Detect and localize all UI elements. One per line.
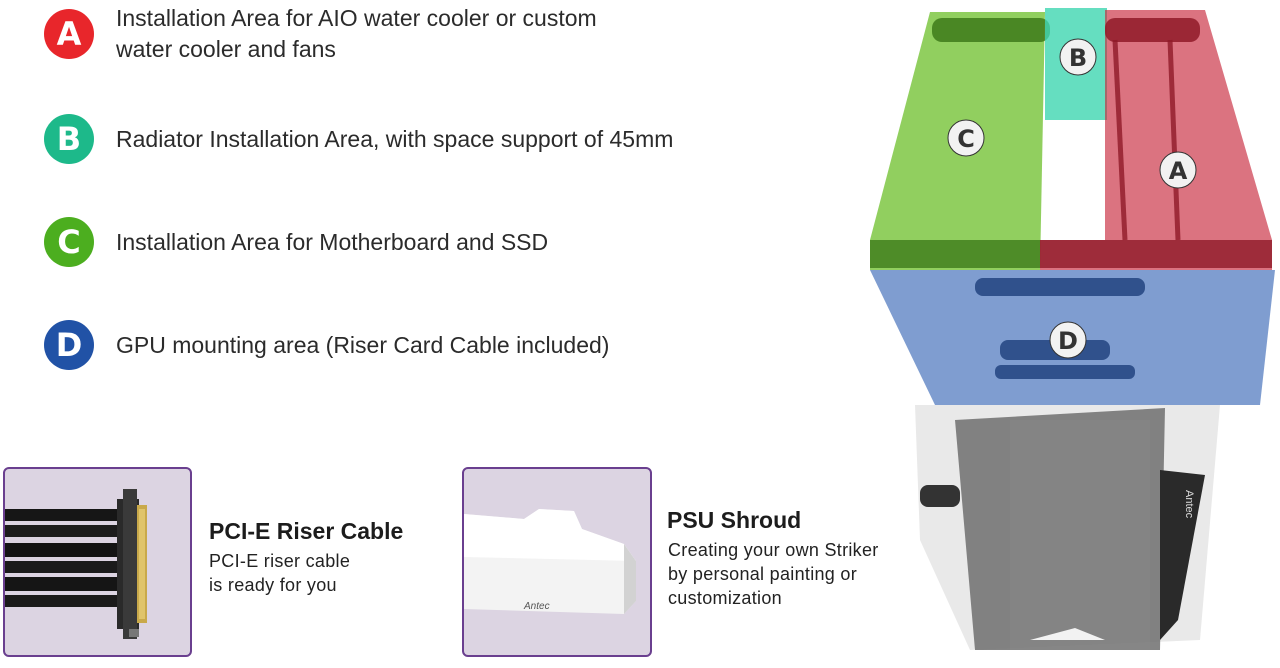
marker-a-label: A xyxy=(1169,157,1188,185)
riser-cable-desc-line2: is ready for you xyxy=(209,575,337,595)
case-illustration: Antec C B A D xyxy=(870,8,1275,650)
riser-cable-title: PCI-E Riser Cable xyxy=(209,518,404,544)
riser-cable-desc-line1: PCI-E riser cable xyxy=(209,551,351,571)
marker-b-label: B xyxy=(1069,44,1087,72)
badge-a: A xyxy=(44,9,94,59)
legend-item-a: A Installation Area for AIO water cooler… xyxy=(44,3,597,65)
psu-shroud-desc-line2: by personal painting or xyxy=(668,564,858,584)
riser-cable-desc: PCI-E riser cable is ready for you xyxy=(209,549,350,597)
psu-shroud-desc-line1: Creating your own Striker xyxy=(668,540,879,560)
legend-text-a: Installation Area for AIO water cooler o… xyxy=(116,3,597,65)
legend-text-d: GPU mounting area (Riser Card Cable incl… xyxy=(116,331,610,358)
legend-item-b: B Radiator Installation Area, with space… xyxy=(44,114,673,164)
psu-shroud-desc: Creating your own Striker by personal pa… xyxy=(668,538,879,610)
marker-c: C xyxy=(947,119,985,157)
badge-d: D xyxy=(44,320,94,370)
psu-shroud-illustration: Antec xyxy=(464,509,636,614)
psu-shroud-image: Antec xyxy=(462,467,652,657)
legend-item-d: D GPU mounting area (Riser Card Cable in… xyxy=(44,320,609,370)
marker-d: D xyxy=(1049,321,1087,359)
psu-shroud-logo: Antec xyxy=(523,601,550,612)
riser-cable-illustration xyxy=(5,489,147,639)
legend-text-a-line1: Installation Area for AIO water cooler o… xyxy=(116,5,597,31)
legend-text-a-line2: water cooler and fans xyxy=(116,36,336,62)
legend-item-c: C Installation Area for Motherboard and … xyxy=(44,217,548,267)
marker-c-label: C xyxy=(957,125,975,153)
psu-shroud-desc-line3: customization xyxy=(668,588,782,608)
psu-shroud-title: PSU Shroud xyxy=(667,507,802,533)
marker-d-label: D xyxy=(1058,327,1078,355)
case-side-logo: Antec xyxy=(1183,490,1195,519)
marker-b: B xyxy=(1059,38,1097,76)
riser-cable-image xyxy=(3,467,192,657)
badge-b: B xyxy=(44,114,94,164)
badge-c: C xyxy=(44,217,94,267)
zone-a xyxy=(1040,10,1272,270)
case-diagram: Antec C B A D xyxy=(860,0,1280,663)
legend-text-c: Installation Area for Motherboard and SS… xyxy=(116,228,549,255)
marker-a: A xyxy=(1159,151,1197,189)
case-logo-icon xyxy=(1030,628,1105,640)
legend-text-b: Radiator Installation Area, with space s… xyxy=(116,125,674,152)
